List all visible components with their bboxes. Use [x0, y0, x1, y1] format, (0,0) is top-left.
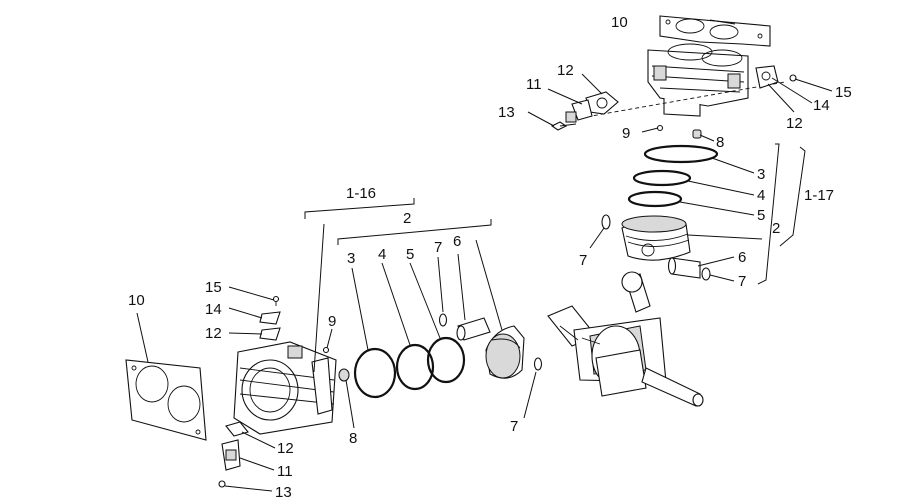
callout-top-ring-4: 4	[757, 187, 765, 204]
crankshaft-illustration	[547, 271, 704, 407]
top-cylinder	[647, 43, 749, 117]
left-ring-3	[353, 347, 397, 399]
top-ring-5	[627, 190, 683, 208]
callout-left-gasket-12: 12	[205, 325, 222, 342]
left-ring-5	[426, 336, 466, 384]
callout-top-screw: 13	[498, 104, 515, 121]
left-pin-9	[322, 346, 330, 354]
top-dowel-8	[692, 129, 702, 139]
left-piston-pin	[456, 317, 491, 341]
callout-top-gasket-14: 14	[813, 97, 830, 114]
callout-top-pin: 9	[622, 125, 630, 142]
callout-top-clip-7a: 7	[579, 252, 587, 269]
callout-top-ring-5: 5	[757, 207, 765, 224]
callout-top-gasket-12: 12	[786, 115, 803, 132]
top-ring-4	[632, 169, 692, 187]
left-tensioner	[221, 421, 249, 471]
callout-left-dowel-8: 8	[349, 430, 357, 447]
left-screw-15	[272, 295, 280, 306]
callout-left-clip-7a: 7	[434, 239, 442, 256]
callout-left-group-2: 2	[403, 210, 411, 227]
callout-top-dowel: 8	[716, 134, 724, 151]
callout-top-flange: 12	[557, 62, 574, 79]
callout-left-flange-12: 12	[277, 440, 294, 457]
top-clip-7a	[601, 214, 611, 230]
top-screw-15	[789, 74, 797, 82]
callout-top-ring-3: 3	[757, 166, 765, 183]
top-tensioner	[565, 91, 619, 123]
callout-left-screw-13: 13	[275, 484, 292, 499]
callout-top-pin-6: 6	[738, 249, 746, 266]
callout-left-ring-4: 4	[378, 246, 386, 263]
callout-left-gasket-10: 10	[128, 292, 145, 309]
callout-top-gasket: 10	[611, 14, 628, 31]
top-screw-13	[550, 121, 577, 131]
callout-top-tensioner: 11	[526, 76, 542, 93]
callout-left-ring-3: 3	[347, 250, 355, 267]
left-piston	[485, 325, 525, 379]
callout-left-ring-5: 5	[406, 246, 414, 263]
callout-labels: 10 12 11 13 9 8 15 14 12 3 4 5 2 1-17 7 …	[128, 14, 852, 501]
top-gasket-14	[755, 65, 779, 89]
left-cylinder	[233, 341, 337, 435]
top-piston	[621, 215, 691, 261]
left-gasket-14	[259, 311, 281, 325]
left-head-gasket	[125, 359, 207, 441]
left-ring-4	[395, 343, 435, 391]
callout-left-screw-15: 15	[205, 279, 222, 296]
callout-left-pin-6: 6	[453, 233, 461, 250]
callout-top-screw-15: 15	[835, 84, 852, 101]
left-clip-7b	[533, 357, 543, 371]
leader-lines	[136, 19, 833, 492]
callout-left-gasket-14: 14	[205, 301, 222, 318]
callout-top-clip-7b: 7	[738, 273, 746, 290]
callout-left-clip-7b: 7	[510, 418, 518, 435]
left-gasket-12	[259, 327, 281, 341]
top-pin-9	[656, 124, 664, 132]
callout-left-pin-9: 9	[328, 313, 336, 330]
callout-left-group-1-16: 1-16	[346, 185, 376, 202]
top-ring-3	[643, 144, 719, 164]
left-dowel-8	[338, 368, 350, 382]
top-piston-pin	[667, 257, 701, 279]
top-clip-7b	[701, 267, 711, 281]
left-clip-7a	[438, 313, 448, 327]
callout-top-group-1-17: 1-17	[804, 187, 834, 204]
top-head-gasket	[659, 15, 771, 47]
callout-top-group-2: 2	[772, 220, 780, 237]
left-screw-13	[218, 480, 226, 488]
callout-left-tensioner-11: 11	[277, 463, 293, 480]
